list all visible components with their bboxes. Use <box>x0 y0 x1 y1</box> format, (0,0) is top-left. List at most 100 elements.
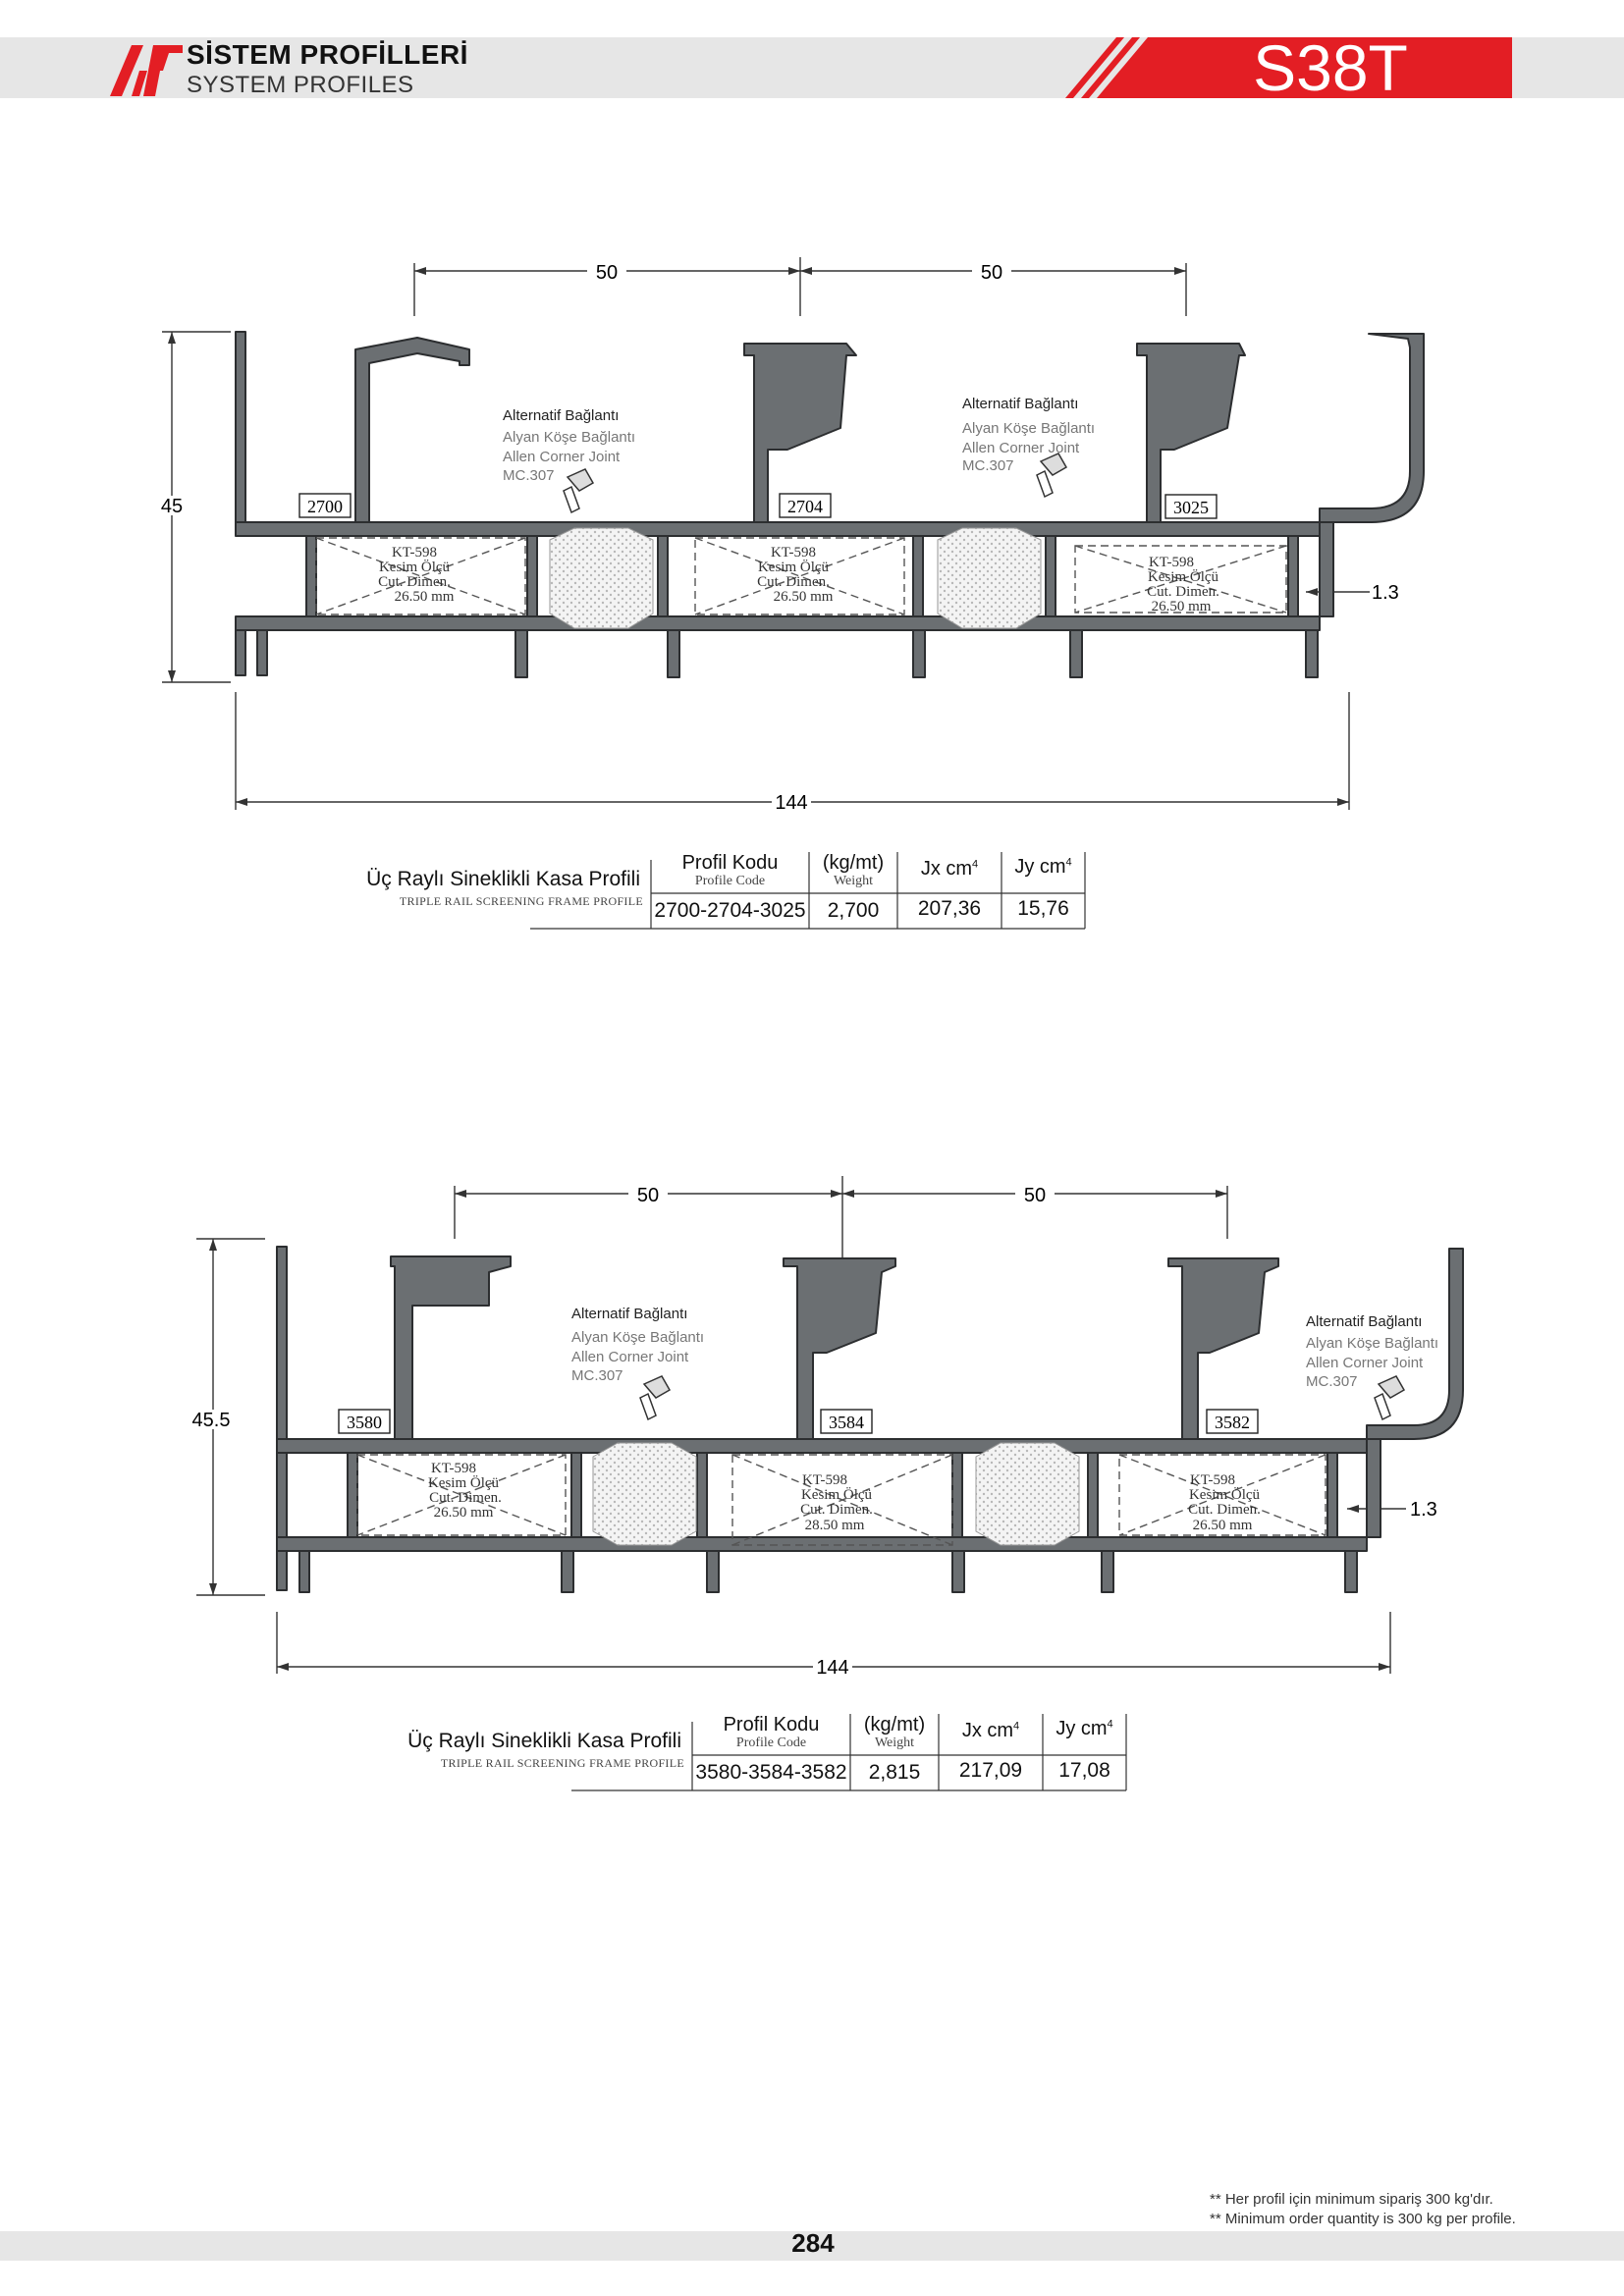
value-profile-code: 3580-3584-3582 <box>695 1761 847 1784</box>
profile-code-tag: 2700 <box>307 497 343 516</box>
min-order-note-en: ** Minimum order quantity is 300 kg per … <box>1210 2211 1516 2227</box>
alt-joint-line: MC.307 <box>571 1367 623 1384</box>
header-jy: Jy cm4 <box>1001 856 1085 879</box>
header-jx: Jx cm4 <box>897 858 1001 881</box>
header-jy-label: Jy cm <box>1056 1718 1108 1739</box>
profile-code-tag: 3580 <box>347 1413 382 1432</box>
cut-label-line: 26.50 mm <box>774 589 834 605</box>
value-weight: 2,700 <box>827 899 880 922</box>
cut-label-line: KT-598 <box>431 1461 476 1476</box>
value-profile-code: 2700-2704-3025 <box>654 899 806 922</box>
dim-top-right: 50 <box>1024 1185 1046 1206</box>
cut-label-line: Cut. Dimen. <box>1147 584 1219 600</box>
series-title: S38T <box>1253 31 1408 104</box>
dim-width: 144 <box>775 792 807 814</box>
cut-label-line: Kesim Ölçü <box>758 559 830 575</box>
header-jy-sup: 4 <box>1065 856 1072 869</box>
cut-label-line: Kesim Ölçü <box>801 1486 873 1503</box>
alt-joint-title: Alternatif Bağlantı <box>1306 1313 1422 1330</box>
alt-joint-line: Allen Corner Joint <box>503 449 621 465</box>
profile-drawing-1: 50 50 45 144 1.3 <box>157 257 1425 814</box>
profile-code-tag: 3584 <box>829 1413 864 1432</box>
spec-table-2: Üç Raylı Sineklikli Kasa Profili TRIPLE … <box>375 1714 1141 1812</box>
alt-joint-line: Allen Corner Joint <box>571 1349 689 1365</box>
header-jx-label: Jx cm <box>961 1720 1014 1741</box>
dim-top-left: 50 <box>637 1185 659 1206</box>
profile-code-tag: 2704 <box>787 497 823 516</box>
alt-joint-line: Alyan Köşe Bağlantı <box>503 429 635 446</box>
profile-drawing-2: 50 50 45.5 144 1.3 <box>189 1176 1464 1679</box>
cut-label-line: 26.50 mm <box>1152 599 1212 614</box>
cut-label-line: Cut. Dimen. <box>429 1490 502 1506</box>
header-weight-en: Weight <box>874 1735 915 1750</box>
alt-joint-title: Alternatif Bağlantı <box>962 396 1078 412</box>
cut-label-line: Kesim Ölçü <box>379 559 451 575</box>
allen-key-icon <box>563 453 1068 514</box>
brand-title-tr: SİSTEM PROFİLLERİ <box>187 39 468 70</box>
profile-code-tag: 3582 <box>1215 1413 1250 1432</box>
profile-name-en: TRIPLE RAIL SCREENING FRAME PROFILE <box>399 894 643 908</box>
dim-top-left: 50 <box>596 262 618 284</box>
alt-joint-line: Allen Corner Joint <box>1306 1355 1424 1371</box>
alt-joint-line: Alyan Köşe Bağlantı <box>962 420 1095 437</box>
spec-table-1: Üç Raylı Sineklikli Kasa Profili TRIPLE … <box>334 852 1100 950</box>
dim-width: 144 <box>816 1657 848 1679</box>
cut-label-line: Cut. Dimen. <box>757 574 830 590</box>
header-jx-sup: 4 <box>972 858 979 871</box>
header-jx-sup: 4 <box>1013 1720 1020 1733</box>
cut-label-line: Cut. Dimen. <box>1188 1502 1261 1518</box>
cut-label-line: Cut. Dimen. <box>378 574 451 590</box>
header-profile-code-en: Profile Code <box>694 874 766 888</box>
cut-label-line: Kesim Ölçü <box>1148 568 1219 585</box>
alt-joint-title: Alternatif Bağlantı <box>571 1306 687 1322</box>
cut-label-line: KT-598 <box>771 545 816 561</box>
cut-label-line: 26.50 mm <box>434 1505 494 1521</box>
brand-title-en: SYSTEM PROFILES <box>187 72 414 98</box>
value-weight: 2,815 <box>868 1761 921 1784</box>
cut-label-line: Kesim Ölçü <box>1189 1486 1261 1503</box>
dim-wall: 1.3 <box>1372 582 1399 604</box>
header-profile-code-en: Profile Code <box>735 1735 807 1750</box>
dim-top-right: 50 <box>981 262 1002 284</box>
header-weight-en: Weight <box>833 874 874 888</box>
value-jy: 15,76 <box>1017 897 1069 920</box>
header-jy-label: Jy cm <box>1014 856 1066 878</box>
spec-table-grid <box>571 1714 1127 1791</box>
profile-code-tag: 3025 <box>1173 498 1209 517</box>
series-banner <box>1065 37 1512 98</box>
cut-label-line: 26.50 mm <box>1193 1518 1253 1533</box>
header-profile-code: Profil Kodu <box>723 1714 820 1735</box>
cut-label-line: KT-598 <box>392 545 437 561</box>
alt-joint-line: MC.307 <box>962 457 1014 474</box>
cut-label-line: 28.50 mm <box>805 1518 865 1533</box>
header-jy-sup: 4 <box>1107 1718 1113 1731</box>
profile-name-en: TRIPLE RAIL SCREENING FRAME PROFILE <box>440 1756 684 1770</box>
dim-height: 45.5 <box>192 1410 231 1431</box>
header-weight: (kg/mt) <box>863 1714 926 1735</box>
header-jy: Jy cm4 <box>1043 1718 1126 1740</box>
cut-label-line: KT-598 <box>802 1472 847 1488</box>
footer-band <box>0 2231 1624 2261</box>
value-jy: 17,08 <box>1058 1759 1110 1782</box>
header-profile-code: Profil Kodu <box>681 852 779 874</box>
profile-name-tr: Üç Raylı Sineklikli Kasa Profili <box>407 1730 681 1752</box>
profile-name-tr: Üç Raylı Sineklikli Kasa Profili <box>366 868 640 890</box>
value-jx: 217,09 <box>958 1759 1023 1782</box>
aip-logo-icon <box>110 45 183 96</box>
alt-joint-title: Alternatif Bağlantı <box>503 407 619 424</box>
alt-joint-line: MC.307 <box>503 467 555 484</box>
alt-joint-line: Alyan Köşe Bağlantı <box>1306 1335 1438 1352</box>
cut-label-line: Kesim Ölçü <box>428 1474 500 1491</box>
dim-height: 45 <box>161 496 183 517</box>
header-weight: (kg/mt) <box>822 852 885 874</box>
alt-joint-line: Allen Corner Joint <box>962 440 1080 456</box>
cut-label-line: 26.50 mm <box>395 589 455 605</box>
value-jx: 207,36 <box>917 897 982 920</box>
header-jx-label: Jx cm <box>920 858 973 880</box>
allen-key-icon <box>639 1375 1406 1421</box>
min-order-note-tr: ** Her profil için minimum sipariş 300 k… <box>1210 2191 1493 2208</box>
spec-table-grid <box>530 852 1086 930</box>
alt-joint-line: Alyan Köşe Bağlantı <box>571 1329 704 1346</box>
page-number: 284 <box>791 2228 835 2258</box>
cut-label-line: Cut. Dimen. <box>800 1502 873 1518</box>
